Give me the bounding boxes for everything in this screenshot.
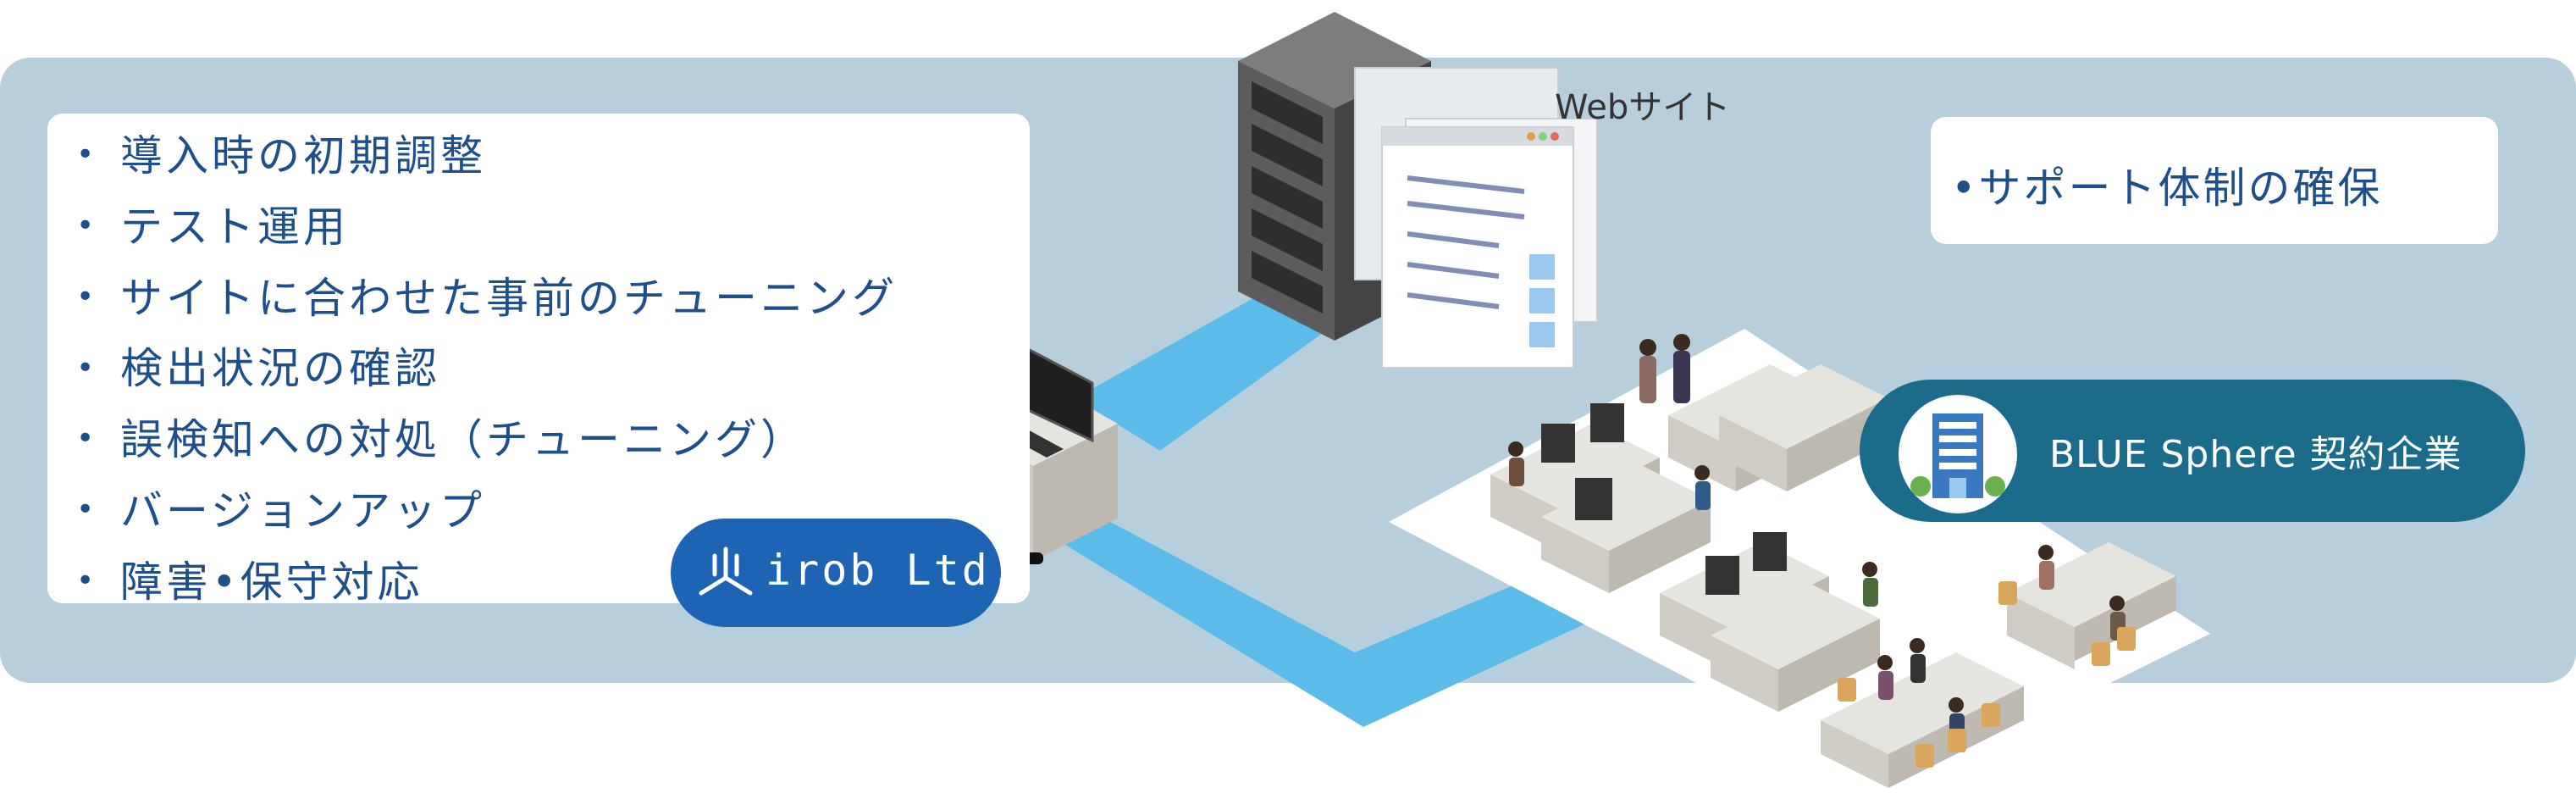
support-card: •サポート体制の確保 (1931, 117, 2498, 244)
client-badge: BLUE Sphere 契約企業 (1860, 380, 2525, 522)
task-item: テスト運用 (76, 193, 1030, 264)
building-icon (1899, 395, 2017, 513)
client-label: BLUE Sphere 契約企業 (2049, 433, 2463, 476)
irob-logo-icon (699, 546, 753, 596)
support-item: •サポート体制の確保 (1951, 164, 2383, 213)
website-label: Webサイト (1555, 88, 1731, 127)
irob-badge: irob Ltd. (671, 519, 1015, 627)
browser-window-icon (1354, 67, 1598, 369)
task-item: 障害•保守対応 (76, 548, 1030, 619)
connector-operator-to-office (1050, 517, 1651, 727)
task-item: バージョンアップ (76, 477, 1030, 548)
task-list: 導入時の初期調整 テスト運用 サイトに合わせた事前のチューニング 検出状況の確認… (47, 114, 1030, 619)
connector-operator-to-server (1075, 298, 1338, 451)
task-item: サイトに合わせた事前のチューニング (76, 264, 1030, 336)
task-item: 検出状況の確認 (76, 335, 1030, 406)
provider-label: irob Ltd. (766, 546, 1018, 595)
task-item: 導入時の初期調整 (76, 122, 1030, 193)
office-chairs (1838, 581, 2136, 768)
task-item: 誤検知への対処（チューニング） (76, 406, 1030, 477)
